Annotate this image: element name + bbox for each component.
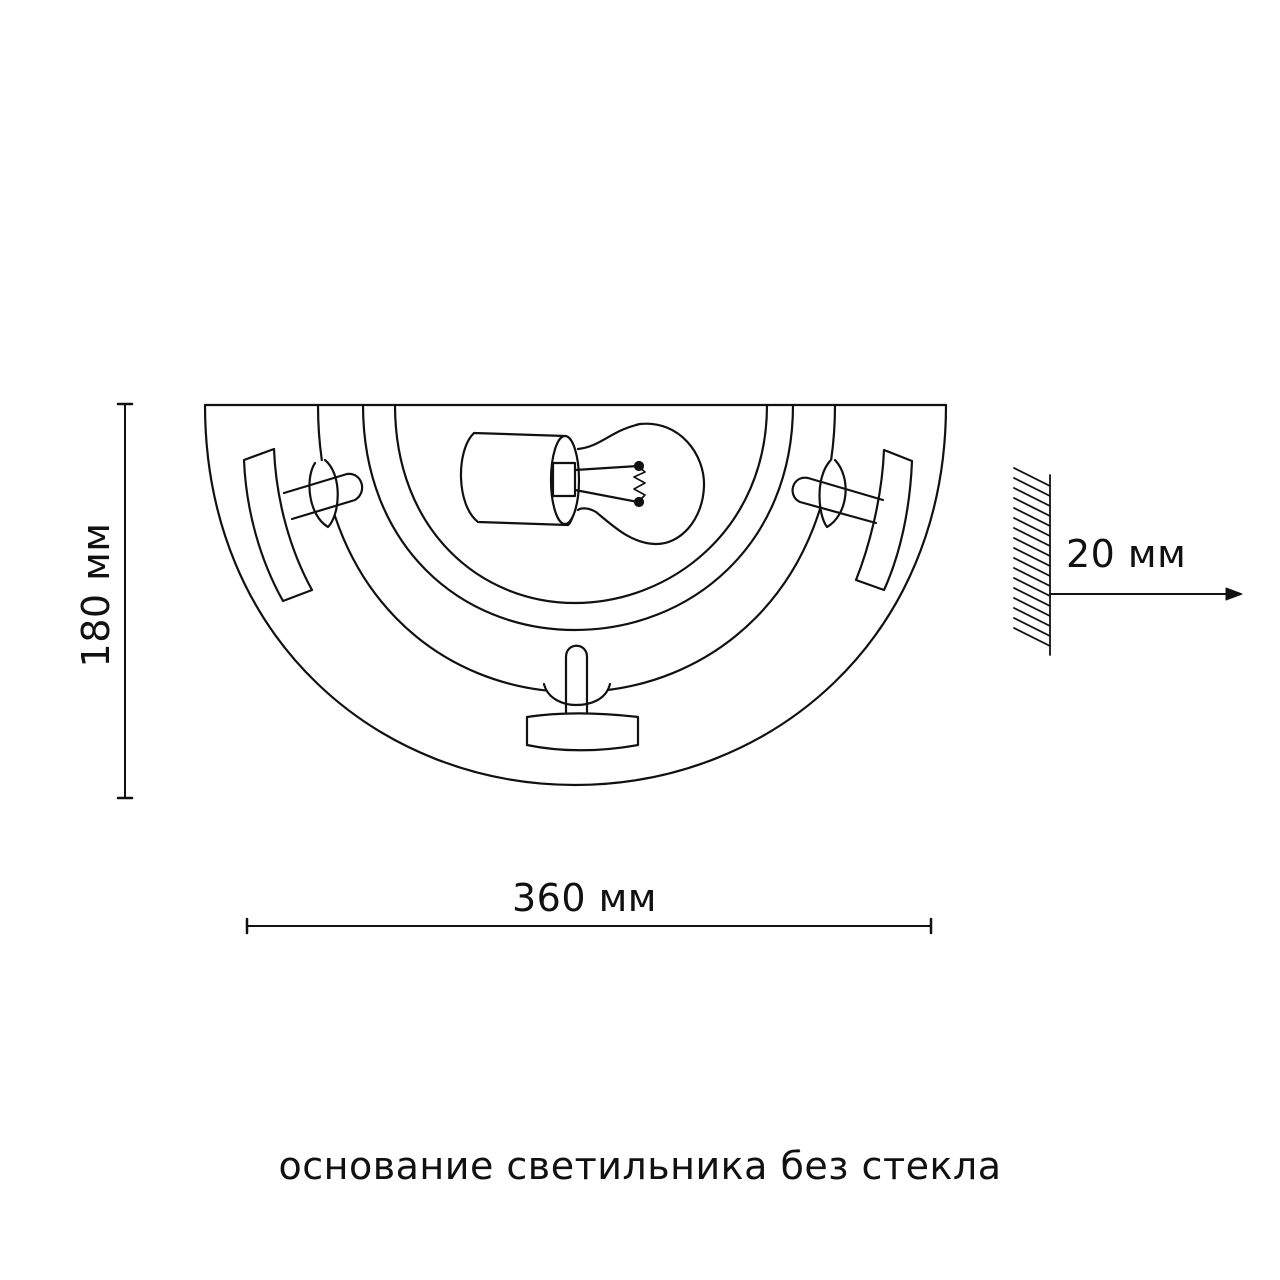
glass-holder-bottom <box>525 644 640 752</box>
width-dimension-label: 360 мм <box>512 876 657 920</box>
light-bulb-icon <box>459 422 706 546</box>
glass-holder-right <box>791 448 914 592</box>
glass-holder-left <box>242 447 364 603</box>
height-dimension-label: 180 мм <box>74 522 118 668</box>
offset-arrow-icon <box>1049 587 1243 601</box>
height-dimension-line <box>116 402 134 800</box>
wall-hatch-icon <box>1013 467 1051 656</box>
width-dimension-line <box>245 917 933 935</box>
drawing-caption: основание светильника без стекла <box>278 1144 1002 1188</box>
wall-offset-label: 20 мм <box>1066 532 1187 576</box>
